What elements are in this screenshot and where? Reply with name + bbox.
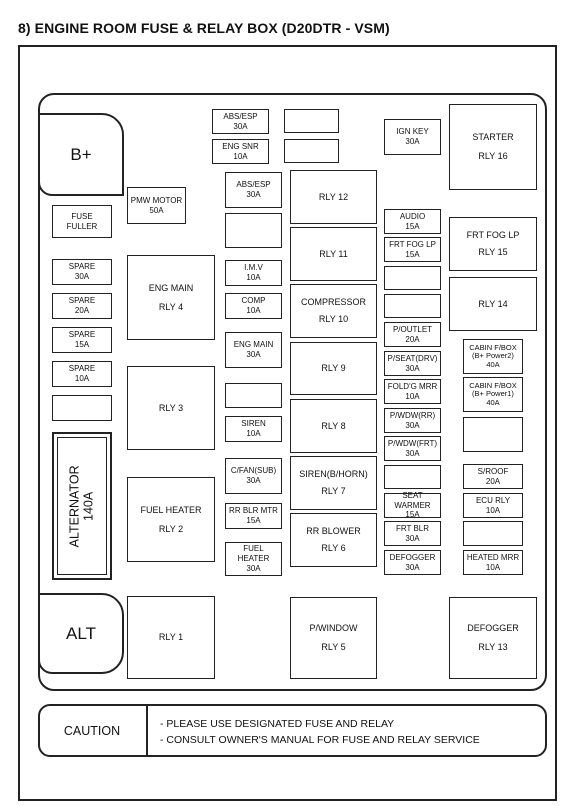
fuse-spare-15a: SPARE 15A	[52, 327, 112, 353]
fuse-box-outline	[38, 93, 547, 691]
fuse-blank-mid-b	[225, 383, 282, 408]
fuse-seat-warmer: SEAT WARMER 15A	[384, 491, 441, 519]
fuse-spare-10a: SPARE 10A	[52, 361, 112, 387]
fuse-eng-main: ENG MAIN 30A	[225, 332, 282, 368]
fuse-imv: I.M.V 10A	[225, 260, 282, 286]
caution-line-2: - CONSULT OWNER'S MANUAL FOR FUSE AND RE…	[160, 734, 480, 746]
relay-rly3: RLY 3	[127, 366, 215, 450]
fuse-abs-esp-top: ABS/ESP 30A	[212, 109, 269, 134]
caution-label: CAUTION	[63, 723, 121, 738]
fuse-blank-far-right-a	[463, 417, 523, 452]
fuse-fuller: FUSE FULLER	[52, 205, 112, 238]
fuse-cfan-sub: C/FAN(SUB) 30A	[225, 458, 282, 494]
fuse-blank-right-a	[384, 266, 441, 290]
relay-rly11: RLY 11	[290, 227, 377, 281]
fuse-spare-20a: SPARE 20A	[52, 293, 112, 319]
relay-rly12: RLY 12	[290, 170, 377, 224]
relay-rly14: RLY 14	[449, 277, 537, 331]
relay-starter-rly16: STARTER RLY 16	[449, 104, 537, 190]
fuse-frt-fog-lp: FRT FOG LP 15A	[384, 237, 441, 262]
fuse-p-wdw-frt: P/WDW(FRT) 30A	[384, 436, 441, 461]
fuse-rr-blr-mtr: RR BLR MTR 15A	[225, 503, 282, 529]
fuse-p-outlet: P/OUTLET 20A	[384, 322, 441, 347]
fuse-eng-snr: ENG SNR 10A	[212, 139, 269, 164]
b-plus-terminal: B+	[38, 113, 124, 196]
fuse-defogger: DEFOGGER 30A	[384, 550, 441, 575]
relay-rly8: RLY 8	[290, 399, 377, 453]
fuse-cabin-fbox-power1: CABIN F/BOX (B+ Power1) 40A	[463, 377, 523, 412]
outer-frame	[18, 45, 557, 801]
fuse-spare-30a: SPARE 30A	[52, 259, 112, 285]
alternator-fuse: ALTERNATOR 140A	[52, 432, 112, 580]
relay-compressor-rly10: COMPRESSOR RLY 10	[290, 284, 377, 338]
fuse-p-seat-drv: P/SEAT(DRV) 30A	[384, 351, 441, 376]
diagram-title: 8) ENGINE ROOM FUSE & RELAY BOX (D20DTR …	[18, 20, 390, 36]
relay-frt-fog-lp-rly15: FRT FOG LP RLY 15	[449, 217, 537, 271]
alt-terminal: ALT	[38, 593, 124, 674]
fuse-frt-blr: FRT BLR 30A	[384, 521, 441, 546]
fuse-pmw-motor: PMW MOTOR 50A	[127, 187, 186, 224]
fuse-s-roof: S/ROOF 20A	[463, 464, 523, 489]
fuse-blank-top2	[284, 139, 339, 163]
fuse-cabin-fbox-power2: CABIN F/BOX (B+ Power2) 40A	[463, 339, 523, 374]
caution-text: - PLEASE USE DESIGNATED FUSE AND RELAY -…	[160, 716, 480, 748]
relay-fuel-heater-rly2: FUEL HEATER RLY 2	[127, 477, 215, 562]
caution-divider	[146, 704, 148, 757]
relay-rly9: RLY 9	[290, 342, 377, 395]
fuse-blank-right-b	[384, 294, 441, 318]
fuse-heated-mrr: HEATED MRR 10A	[463, 550, 523, 575]
relay-pwindow-rly5: P/WINDOW RLY 5	[290, 597, 377, 679]
fuse-ecu-rly: ECU RLY 10A	[463, 493, 523, 518]
relay-rly1: RLY 1	[127, 596, 215, 679]
fuse-ign-key: IGN KEY 30A	[384, 119, 441, 155]
fuse-blank-far-right-b	[463, 521, 523, 546]
caution-line-1: - PLEASE USE DESIGNATED FUSE AND RELAY	[160, 718, 395, 730]
relay-rr-blower-rly6: RR BLOWER RLY 6	[290, 513, 377, 567]
fuse-audio: AUDIO 15A	[384, 209, 441, 234]
fuse-p-wdw-rr: P/WDW(RR) 30A	[384, 408, 441, 433]
fuse-foldg-mrr: FOLD'G MRR 10A	[384, 379, 441, 404]
fuse-blank-left	[52, 395, 112, 421]
fuse-siren: SIREN 10A	[225, 416, 282, 442]
caution-panel	[38, 704, 547, 757]
fuse-blank-mid-a	[225, 213, 282, 248]
fuse-abs-esp: ABS/ESP 30A	[225, 172, 282, 208]
fuse-blank-right-c	[384, 465, 441, 489]
alternator-label: ALTERNATOR 140A	[67, 465, 96, 547]
fuse-blank-top1	[284, 109, 339, 133]
relay-defogger-rly13: DEFOGGER RLY 13	[449, 597, 537, 679]
fuse-fuel-heater: FUEL HEATER 30A	[225, 542, 282, 576]
fuse-comp: COMP 10A	[225, 293, 282, 319]
relay-siren-horn-rly7: SIREN(B/HORN) RLY 7	[290, 456, 377, 510]
relay-eng-main-rly4: ENG MAIN RLY 4	[127, 255, 215, 340]
